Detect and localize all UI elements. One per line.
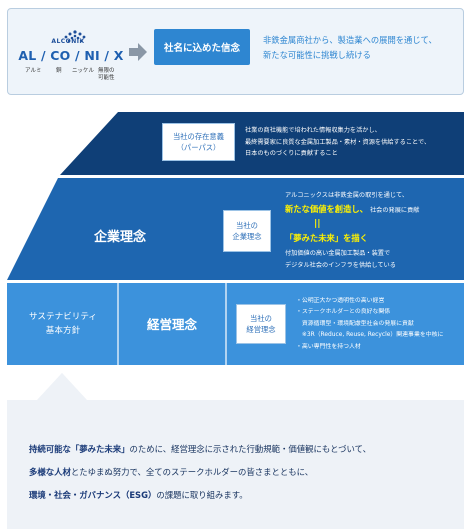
sustainability-policy-title: サステナビリティ 基本方針 (12, 310, 114, 338)
philosophy-line-3: 「夢みた未来」を描く (285, 233, 368, 246)
statement-emphasis: 環境・社会・ガバナンス（ESG） (29, 490, 157, 500)
management-pill-line: 当社の (250, 314, 272, 323)
arrow-right-icon (129, 43, 147, 61)
philosophy-line: デジタル社会のインフラを供給している (285, 262, 396, 269)
belief-description: 非鉄金属商社から、製造業への展開を通じて、 新たな可能性に挑戦し続ける (263, 33, 453, 63)
company-name-formula: AL / CO / NI / X (18, 48, 124, 63)
belief-label: 社名に込めた信念 (154, 29, 250, 65)
philosophy-text: 社会の発展に貢献 (369, 207, 420, 214)
philosophy-line: アルコニックスは非鉄金属の取引を通じて、 (285, 192, 409, 199)
management-item: 資源循環型・環境配慮型社会の発展に貢献 (296, 320, 414, 327)
logo-wordmark: ALCONIX (51, 38, 85, 45)
statement-text: の課題に取り組みます。 (156, 490, 248, 500)
management-pill-line: 経営理念 (246, 325, 276, 334)
management-philosophy-tier (7, 283, 464, 365)
statement-emphasis: 持続可能な「夢みた未来」 (29, 444, 130, 454)
belief-line: 非鉄金属商社から、製造業への展開を通じて、 (263, 35, 437, 45)
management-principles-list: ・公明正大かつ透明性の高い経営 ・ステークホルダーとの良好な関係 資源循環型・環… (296, 296, 443, 353)
sustainability-line: サステナビリティ (28, 312, 98, 322)
sustainability-line: 基本方針 (45, 326, 81, 336)
sustainability-statement: 持続可能な「夢みた未来」のために、経営理念に示された行動規範・価値観にもとづいて… (29, 438, 371, 507)
statement-line: 持続可能な「夢みた未来」のために、経営理念に示された行動規範・価値観にもとづいて… (29, 438, 371, 461)
management-item: ※3R（Reduce, Reuse, Recycle）関連事業を中核に (296, 332, 444, 339)
statement-line: 環境・社会・ガバナンス（ESG）の課題に取り組みます。 (29, 484, 371, 507)
purpose-line: 日本のものづくりに貢献すること (245, 150, 338, 157)
management-item: ・高い専門性を持つ人材 (296, 343, 361, 350)
element-label-infinite: 無限の 可能性 (98, 68, 115, 81)
pointer-triangle (37, 373, 87, 401)
purpose-line: 社業の商社機能で培われた情報収集力を活かし、 (245, 127, 381, 134)
philosophy-pill-line: 当社の (236, 221, 258, 230)
statement-line: 多様な人材とたゆまぬ努力で、全てのステークホルダーの皆さまとともに、 (29, 461, 371, 484)
statement-text: のために、経営理念に示された行動規範・価値観にもとづいて、 (129, 444, 371, 454)
purpose-text: 社業の商社機能で培われた情報収集力を活かし、 最終需要家に良質な金属加工製品・素… (245, 125, 430, 160)
statement-emphasis: 多様な人材 (29, 467, 71, 477)
equals-sign: || (314, 219, 321, 229)
highlight-text: 「夢みた未来」を描く (285, 233, 368, 243)
philosophy-pill-line: 企業理念 (232, 232, 262, 241)
element-label-nickel: ニッケル (72, 68, 95, 74)
sustainability-statement-panel (7, 400, 464, 529)
purpose-line: 最終需要家に良質な金属加工製品・素材・資源を供給することで、 (245, 138, 431, 146)
philosophy-line: 付加価値の高い金属加工製品・装置で (285, 250, 391, 257)
purpose-pill: 当社の存在意義 （パーパス） (162, 123, 235, 161)
belief-line: 新たな可能性に挑戦し続ける (263, 50, 371, 60)
philosophy-pill: 当社の 企業理念 (223, 210, 271, 252)
philosophy-line-2: 新たな価値を創造し、 社会の発展に貢献 (285, 204, 419, 217)
alconix-logo-icon (64, 30, 86, 43)
management-item: ・公明正大かつ透明性の高い経営 (296, 298, 385, 304)
statement-text: とたゆまぬ努力で、全てのステークホルダーの皆さまとともに、 (70, 467, 314, 477)
purpose-pill-line: （パーパス） (176, 143, 221, 152)
management-item: ・ステークホルダーとの良好な関係 (296, 309, 391, 316)
element-label-aluminium: アルミ (25, 68, 42, 74)
highlight-text: 新たな価値を創造し、 (285, 204, 368, 214)
management-philosophy-title: 経営理念 (146, 317, 197, 332)
element-label-copper: 銅 (56, 68, 62, 74)
corporate-philosophy-title: 企業理念 (93, 230, 146, 245)
purpose-tier (60, 112, 464, 175)
management-pill: 当社の 経営理念 (236, 304, 286, 344)
purpose-pill-line: 当社の存在意義 (172, 132, 225, 141)
